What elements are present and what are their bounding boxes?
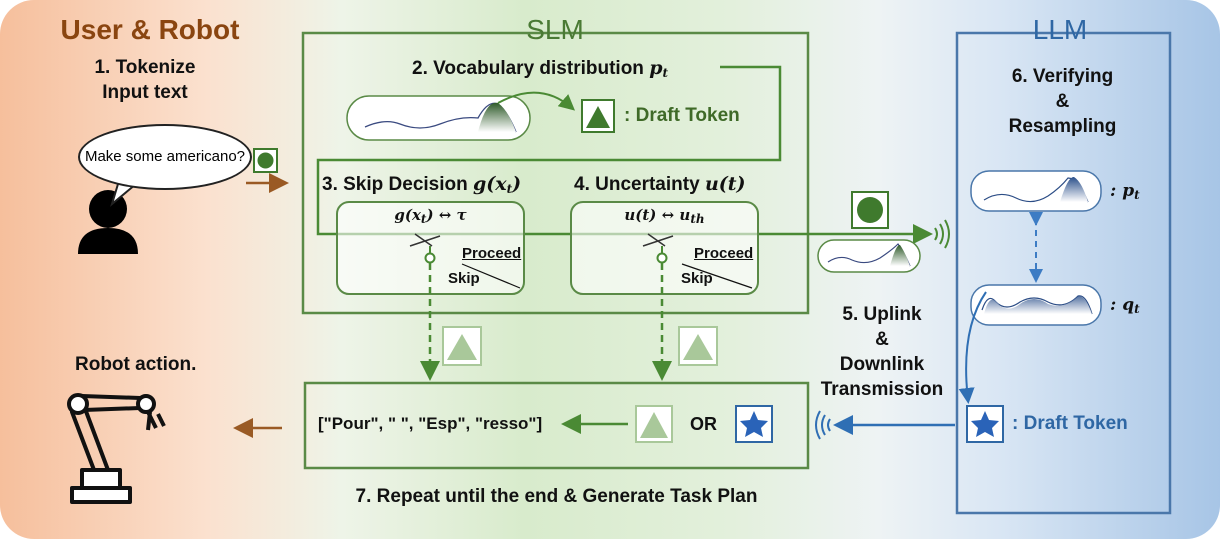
step6-line1: 6. Verifying [1011, 66, 1114, 87]
section-title-user-robot: User & Robot [60, 14, 240, 45]
triangle-token-icon-slm [581, 99, 615, 133]
gate1-condition-rest: ) ↔ τ [426, 206, 467, 224]
step3-label: 3. Skip Decision g(xt) [322, 173, 521, 196]
gate2-condition: u(t) ↔ uth [571, 206, 758, 226]
triangle-token-icon-skip1 [442, 326, 482, 366]
step4-label: 4. Uncertainty u(t) [574, 173, 746, 196]
step1-line1: 1. Tokenize [94, 57, 196, 78]
gate2-condition-main: u(t) ↔ u [624, 206, 691, 224]
gate1-condition-sub: t [420, 212, 427, 226]
step2-label: 2. Vocabulary distribution pt [412, 57, 668, 80]
speech-bubble-tail [110, 183, 137, 207]
llm-pt-symbol: : p [1110, 181, 1135, 201]
robot-action-label: Robot action. [75, 354, 197, 375]
step5-line4: Transmission [820, 379, 944, 400]
star-token-icon-llm [966, 405, 1004, 443]
step5-line2: & [875, 329, 889, 350]
step3-close: ) [512, 173, 522, 195]
gate-box-uncertainty [570, 201, 759, 295]
step2-symbol: p [649, 57, 663, 79]
gate1-proceed: Proceed [462, 245, 522, 262]
step6-label: 6. Verifying & Resampling [995, 64, 1130, 139]
llm-qt-symbol: : q [1110, 295, 1135, 315]
circle-token-icon-uplink [851, 191, 889, 229]
robot-arm-icon [67, 393, 166, 504]
step3-text: 3. Skip Decision [322, 174, 468, 195]
tokens-output: ["Pour", " ", "Esp", "resso"] [318, 414, 543, 433]
gate1-condition: g(xt) ↔ τ [337, 206, 524, 226]
llm-box [955, 31, 1172, 515]
llm-pt-label: : pt [1110, 181, 1140, 202]
gate1-condition-main: g(x [394, 206, 421, 224]
draft-token-label-slm: : Draft Token [624, 105, 740, 126]
or-label: OR [690, 414, 717, 434]
step2-text: 2. Vocabulary distribution [412, 58, 644, 79]
wireless-signal-icon-uplink [934, 219, 950, 249]
star-token-icon-output [735, 405, 773, 443]
step3-symbol: g(x [473, 173, 507, 195]
triangle-token-icon-skip2 [678, 326, 718, 366]
step1-label: 1. Tokenize Input text [70, 55, 220, 105]
llm-qt-sub: t [1134, 302, 1140, 316]
step6-line3: Resampling [1008, 116, 1117, 137]
wireless-signal-icon-downlink [815, 410, 831, 440]
step7-label: 7. Repeat until the end & Generate Task … [355, 486, 758, 507]
gate2-proceed: Proceed [694, 245, 754, 262]
step5-line1: 5. Uplink [842, 304, 922, 325]
step4-text: 4. Uncertainty [574, 174, 700, 195]
gate1-skip: Skip [448, 270, 480, 287]
section-title-llm: LLM [1032, 14, 1088, 45]
user-icon [78, 190, 138, 254]
step4-symbol: u(t) [704, 173, 746, 195]
circle-token-icon [253, 148, 278, 173]
step3-subscript: t [506, 182, 513, 196]
draft-token-label-llm: : Draft Token [1012, 413, 1128, 434]
gate2-condition-sub: th [690, 212, 705, 226]
gate2-skip: Skip [681, 270, 713, 287]
llm-pt-sub: t [1134, 188, 1140, 202]
step1-line2: Input text [102, 82, 188, 103]
step2-subscript: t [662, 66, 669, 80]
step5-line3: Downlink [839, 354, 925, 375]
task-plan-box [303, 381, 810, 470]
triangle-token-icon-output [635, 405, 673, 443]
speech-bubble: Make some americano? [78, 124, 252, 190]
step6-line2: & [1055, 91, 1070, 112]
slm-box [301, 31, 810, 315]
section-title-slm: SLM [526, 14, 584, 45]
llm-qt-label: : qt [1110, 295, 1140, 316]
step5-label: 5. Uplink & Downlink Transmission [812, 302, 952, 402]
